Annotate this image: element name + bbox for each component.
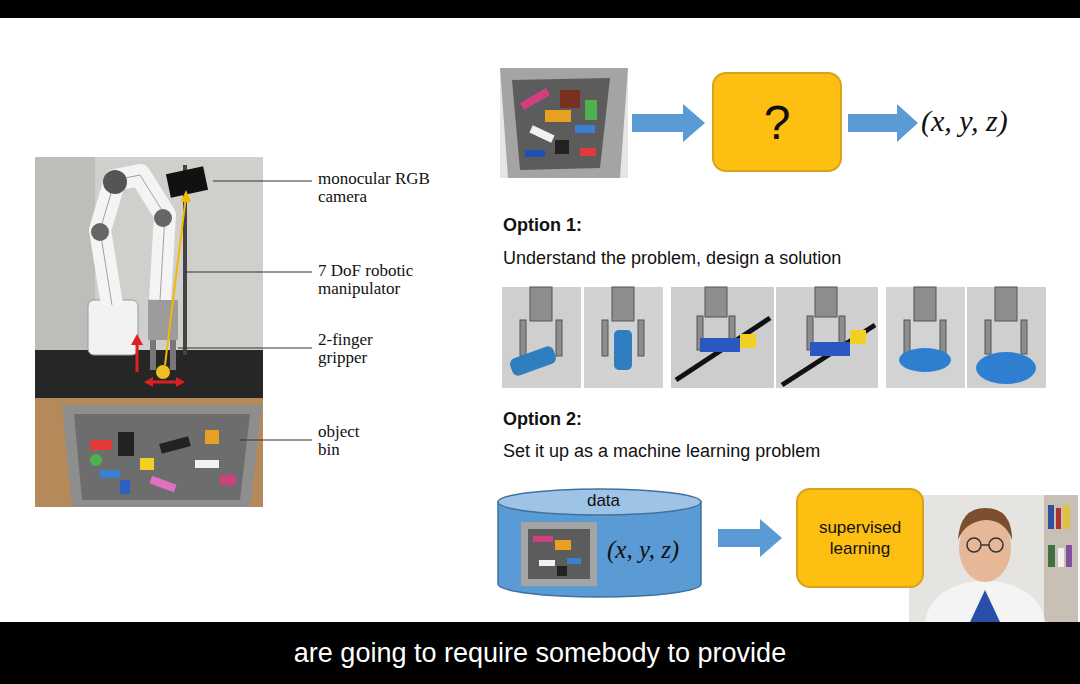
output-formula: (x, y, z) xyxy=(921,104,1008,138)
question-mark: ? xyxy=(764,95,791,150)
part-label: 2-finger gripper xyxy=(318,331,396,367)
bin-image xyxy=(500,68,628,178)
cylinder-heading: data xyxy=(497,491,710,511)
box-label: supervised learning xyxy=(798,517,922,559)
grasp-photos xyxy=(502,287,1046,388)
block-arrow xyxy=(718,519,782,557)
part-label: object bin xyxy=(318,423,374,459)
block-arrow xyxy=(848,104,918,142)
block-arrow xyxy=(632,104,705,142)
data-cylinder: data (x, y, z) xyxy=(497,488,710,598)
leader-lines xyxy=(178,181,312,440)
subtitle-text: are going to require somebody to provide xyxy=(294,638,786,669)
process-box: supervised learning xyxy=(796,488,924,588)
part-label: 7 DoF robotic manipulator xyxy=(318,262,448,298)
subtitle-band: are going to require somebody to provide xyxy=(0,622,1080,684)
option-heading: Option 2: xyxy=(503,409,582,430)
option-text: Set it up as a machine learning problem xyxy=(503,441,820,462)
bin-thumbnail xyxy=(521,522,597,586)
part-label: monocular RGB camera xyxy=(318,170,448,206)
cylinder-body xyxy=(498,502,701,597)
robot-photo xyxy=(35,157,263,507)
option-text: Understand the problem, design a solutio… xyxy=(503,248,841,269)
data-formula: (x, y, z) xyxy=(607,536,679,564)
question-box: ? xyxy=(712,72,842,172)
option-heading: Option 1: xyxy=(503,215,582,236)
presenter-webcam xyxy=(909,495,1078,622)
